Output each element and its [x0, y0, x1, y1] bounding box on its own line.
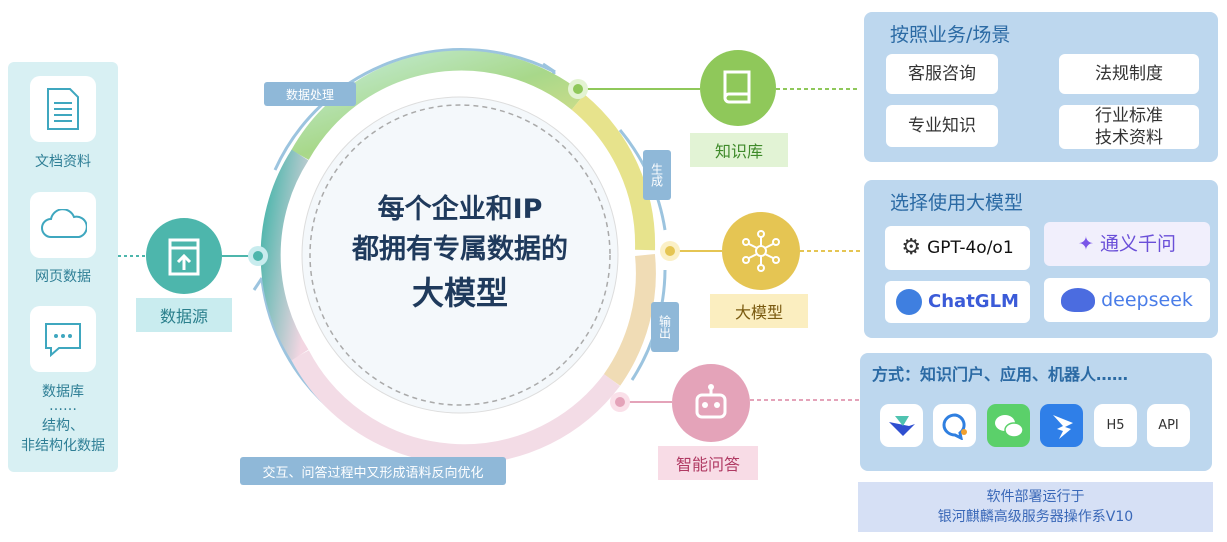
ellipsis: …… — [49, 398, 77, 414]
book-icon — [700, 50, 776, 126]
access-title: 方式：知识门户、应用、机器人…… — [872, 365, 1129, 384]
model-name: deepseek — [1101, 289, 1193, 311]
unstructured-label: 非结构化数据 — [21, 438, 105, 454]
database-box-icon — [146, 218, 222, 294]
scenario-item: 客服咨询 — [886, 54, 998, 94]
qa-label: 智能问答 — [658, 446, 758, 480]
knowledge-label: 知识库 — [690, 133, 788, 167]
tag-generate: 生成 — [643, 150, 671, 200]
datasource-label: 数据源 — [136, 298, 232, 332]
dingtalk-chat-icon[interactable] — [933, 404, 976, 447]
model-deepseek: deepseek — [1044, 278, 1210, 322]
deploy-note: 软件部署运行于 银河麒麟高级服务器操作系V10 — [858, 482, 1213, 532]
model-name: 通义千问 — [1099, 233, 1176, 255]
center-line3: 大模型 — [411, 274, 508, 312]
model-tongyi: ✦通义千问 — [1044, 222, 1210, 266]
structure-label: 结构、 — [42, 418, 84, 434]
tag-feedback: 交互、问答过程中又形成语料反向优化 — [240, 457, 506, 485]
models-title: 选择使用大模型 — [890, 192, 1024, 214]
source-label-db: 数据库 — [42, 384, 84, 400]
source-label-docs: 文档资料 — [35, 154, 91, 170]
model-chatglm: ChatGLM — [885, 281, 1030, 323]
dingtalk-icon[interactable] — [1040, 404, 1083, 447]
deepseek-whale-icon — [1061, 288, 1096, 312]
document-icon — [30, 76, 96, 142]
source-label-web: 网页数据 — [35, 269, 91, 285]
api-button[interactable]: API — [1147, 404, 1190, 447]
cloud-icon — [30, 192, 96, 258]
scenario-item: 法规制度 — [1059, 54, 1199, 94]
models-panel: 选择使用大模型 ⚙GPT-4o/o1 ✦通义千问 ChatGLM deepsee… — [864, 180, 1218, 338]
model-name: ChatGLM — [928, 291, 1019, 312]
deploy-line1: 软件部署运行于 — [986, 489, 1085, 505]
model-label: 大模型 — [710, 294, 808, 328]
scenario-title: 按照业务/场景 — [890, 24, 1011, 46]
h5-button[interactable]: H5 — [1094, 404, 1137, 447]
openai-icon: ⚙ — [901, 235, 922, 260]
chatglm-icon — [896, 289, 923, 315]
deploy-line2: 银河麒麟高级服务器操作系V10 — [937, 509, 1134, 525]
center-line1: 每个企业和IP — [377, 194, 543, 225]
center-title: 每个企业和IP 都拥有专属数据的 大模型 — [320, 190, 600, 316]
tongyi-icon: ✦ — [1078, 233, 1094, 255]
model-gpt: ⚙GPT-4o/o1 — [885, 226, 1030, 270]
model-name: GPT-4o/o1 — [927, 238, 1014, 258]
feishu-icon[interactable] — [880, 404, 923, 447]
chat-icon — [30, 306, 96, 372]
network-icon — [722, 212, 800, 290]
data-sources-panel: 文档资料 网页数据 数据库 …… 结构、 非结构化数据 — [8, 62, 118, 472]
scenario-panel: 按照业务/场景 客服咨询 法规制度 专业知识 行业标准 技术资料 — [864, 12, 1218, 162]
robot-icon — [672, 364, 750, 442]
tag-data-processing: 数据处理 — [264, 82, 356, 106]
scenario-item: 行业标准 技术资料 — [1059, 105, 1199, 149]
wechat-icon[interactable] — [987, 404, 1030, 447]
tag-output: 输出 — [651, 302, 679, 352]
scenario-item: 专业知识 — [886, 105, 998, 147]
center-line2: 都拥有专属数据的 — [352, 234, 568, 265]
